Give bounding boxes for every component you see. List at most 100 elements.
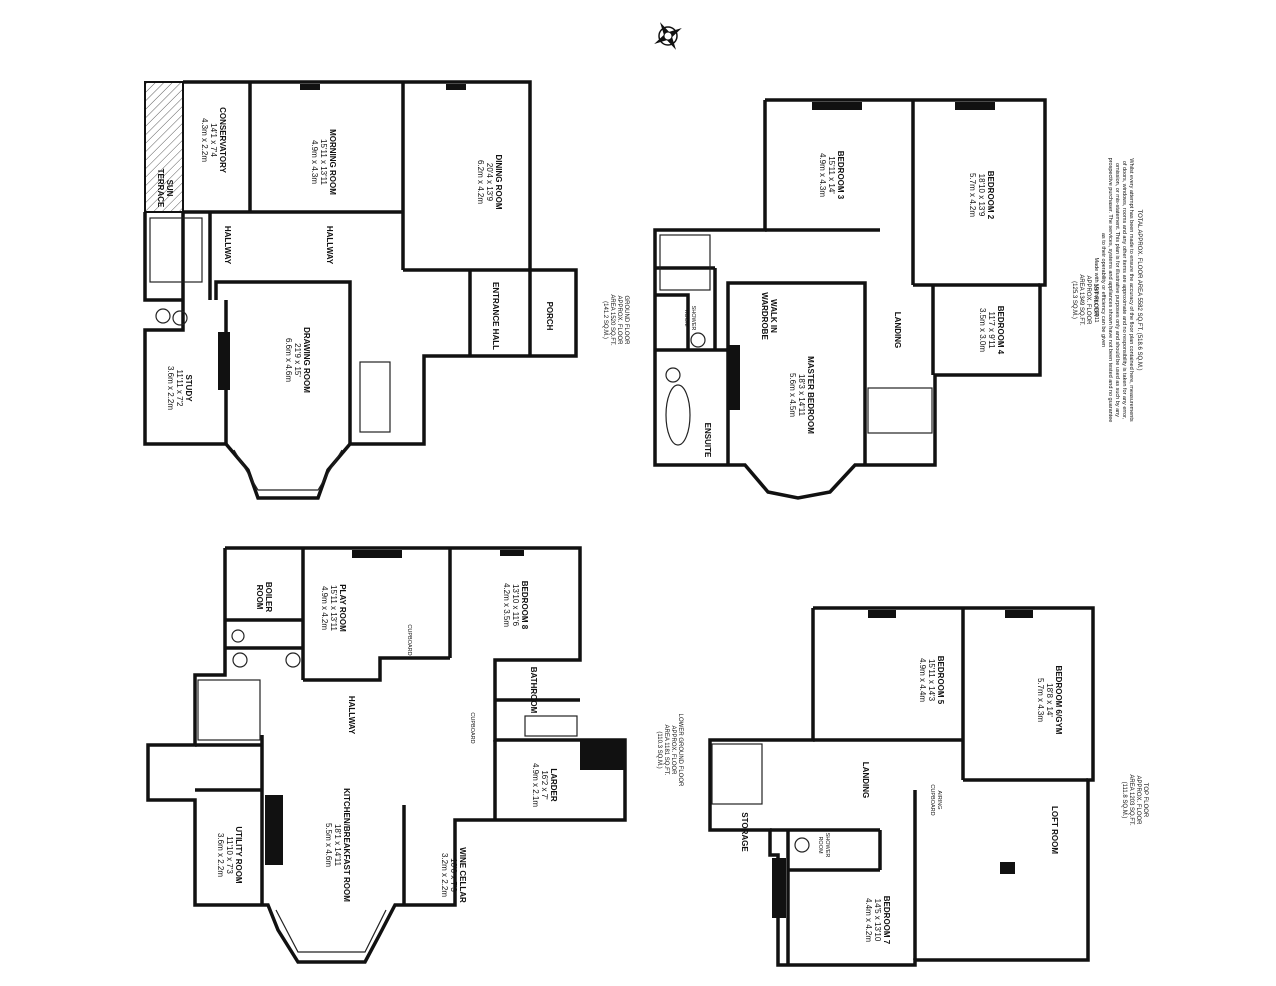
room-label-bedroom-3: BEDROOM 3 15'11 x 14' 4.9m x 4.3m xyxy=(818,151,845,200)
room-label-larder: LARDER 16'2 x 7' 4.9m x 2.1m xyxy=(531,763,558,807)
svg-text:18'8 x 14': 18'8 x 14' xyxy=(1045,683,1054,717)
svg-text:BEDROOM 4: BEDROOM 4 xyxy=(996,306,1005,355)
lower-ground-floor-plan xyxy=(146,546,627,964)
svg-text:LOFT ROOM: LOFT ROOM xyxy=(1050,806,1059,854)
svg-text:PORCH: PORCH xyxy=(545,302,554,331)
room-label-bedroom-2: BEDROOM 2 18'10 x 13'9 5.7m x 4.2m xyxy=(968,171,995,220)
svg-text:BATHROOM: BATHROOM xyxy=(529,667,538,714)
svg-text:SHOWER: SHOWER xyxy=(824,833,830,858)
svg-text:CUPBOARD: CUPBOARD xyxy=(406,624,412,655)
svg-text:18'3 x 14'11: 18'3 x 14'11 xyxy=(797,374,806,417)
svg-text:CUPBOARD: CUPBOARD xyxy=(929,784,935,815)
svg-text:11'11 x 7'2: 11'11 x 7'2 xyxy=(175,369,184,407)
room-label-bathroom: BATHROOM xyxy=(529,667,538,714)
room-label-storage: STORAGE xyxy=(740,812,749,852)
svg-text:5.7m x 4.2m: 5.7m x 4.2m xyxy=(968,173,977,217)
svg-text:6.6m x 4.6m: 6.6m x 4.6m xyxy=(284,338,293,382)
svg-text:DINING ROOM: DINING ROOM xyxy=(494,154,503,209)
svg-text:(111.8 SQ.M.): (111.8 SQ.M.) xyxy=(1121,782,1127,819)
room-label-bedroom-8: BEDROOM 8 13'10 x 11'6 4.2m x 3.5m xyxy=(502,581,529,630)
svg-text:GROUND FLOOR: GROUND FLOOR xyxy=(623,295,629,345)
svg-text:LARDER: LARDER xyxy=(549,768,558,802)
svg-text:4.2m x 3.5m: 4.2m x 3.5m xyxy=(502,583,511,627)
room-label-bedroom-5: BEDROOM 5 15'11 x 14'3 4.9m x 4.4m xyxy=(918,656,945,705)
svg-text:BEDROOM 2: BEDROOM 2 xyxy=(986,171,995,220)
svg-text:14'5 x 13'10: 14'5 x 13'10 xyxy=(873,899,882,942)
room-label-porch: PORCH xyxy=(545,302,554,331)
svg-text:omission, or mis-statement. Th: omission, or mis-statement. This plan is… xyxy=(1114,163,1120,417)
room-label-drawing-room: DRAWING ROOM 21'9 x 15' 6.6m x 4.6m xyxy=(284,327,311,393)
svg-text:DRAWING ROOM: DRAWING ROOM xyxy=(302,327,311,393)
svg-text:Made with Metropix ©2011: Made with Metropix ©2011 xyxy=(1093,257,1100,322)
svg-text:21'9 x 15': 21'9 x 15' xyxy=(293,343,302,377)
svg-text:Whilst every attempt has been: Whilst every attempt has been made to en… xyxy=(1128,158,1134,421)
svg-text:of doors, windows, rooms and a: of doors, windows, rooms and any other i… xyxy=(1121,161,1127,420)
svg-text:AREA 1520 SQ.FT.: AREA 1520 SQ.FT. xyxy=(609,294,615,346)
room-label-study: STUDY 11'11 x 7'2 3.6m x 2.2m xyxy=(166,366,193,410)
svg-text:10'6 x 7'3: 10'6 x 7'3 xyxy=(449,858,458,892)
floor-area-top: TOP FLOOR APPROX. FLOOR AREA 1203 SQ.FT.… xyxy=(1121,774,1148,826)
room-label-master-bedroom: MASTER BEDROOM 18'3 x 14'11 5.6m x 4.5m xyxy=(788,356,815,434)
room-label-play-room: PLAY ROOM 15'11 x 13'11 4.9m x 4.2m xyxy=(320,584,347,632)
room-label-morning-room: MORNING ROOM 15'11 x 13'11 4.9m x 4.3m xyxy=(310,129,337,195)
svg-text:WINE CELLAR: WINE CELLAR xyxy=(458,847,467,903)
svg-text:11'7 x 9'11: 11'7 x 9'11 xyxy=(987,311,996,349)
svg-text:ENTRANCE HALL: ENTRANCE HALL xyxy=(491,282,500,350)
svg-text:APPROX. FLOOR: APPROX. FLOOR xyxy=(670,725,676,775)
svg-text:CUPBOARD: CUPBOARD xyxy=(469,712,475,743)
svg-text:as to their operability or eff: as to their operability or efficiency ca… xyxy=(1100,233,1106,347)
svg-text:WALK IN: WALK IN xyxy=(769,299,778,333)
room-label-hallway-lg: HALLWAY xyxy=(347,696,356,735)
floor-area-first: 1ST FLOOR APPROX. FLOOR AREA 1349 SQ.FT.… xyxy=(1071,274,1098,326)
room-label-dining-room: DINING ROOM 20'4 x 13'9 6.2m x 4.2m xyxy=(476,154,503,209)
svg-text:MASTER BEDROOM: MASTER BEDROOM xyxy=(806,356,815,434)
room-label-landing-1: LANDING xyxy=(893,312,902,348)
svg-text:AREA 1181 SQ.FT.: AREA 1181 SQ.FT. xyxy=(663,725,669,776)
room-label-bedroom-6: BEDROOM 6/GYM 18'8 x 14' 5.7m x 4.3m xyxy=(1036,666,1063,735)
room-dims-imperial: 14'1 x 7'4 xyxy=(209,123,218,157)
svg-text:15'11 x 13'11: 15'11 x 13'11 xyxy=(329,585,338,631)
svg-text:4.9m x 2.1m: 4.9m x 2.1m xyxy=(531,763,540,807)
svg-text:BEDROOM 8: BEDROOM 8 xyxy=(520,581,529,630)
svg-text:5.5m x 4.6m: 5.5m x 4.6m xyxy=(324,823,333,867)
room-label-shower-room-1: SHOWER ROOM xyxy=(683,306,696,331)
svg-text:SHOWER: SHOWER xyxy=(690,306,696,331)
room-label-hallway-b: HALLWAY xyxy=(325,226,334,265)
room-label-shower-room-top: SHOWER ROOM xyxy=(817,833,830,858)
svg-text:TOTAL APPROX. FLOOR AREA 5582: TOTAL APPROX. FLOOR AREA 5582 SQ.FT. (51… xyxy=(1136,210,1142,371)
room-label-bedroom-4: BEDROOM 4 11'7 x 9'11 3.5m x 3.0m xyxy=(978,306,1005,355)
svg-text:BEDROOM 7: BEDROOM 7 xyxy=(882,896,891,945)
floor-area-ground: GROUND FLOOR APPROX. FLOOR AREA 1520 SQ.… xyxy=(602,294,629,346)
svg-text:5.6m x 4.5m: 5.6m x 4.5m xyxy=(788,373,797,417)
svg-text:HALLWAY: HALLWAY xyxy=(223,226,232,265)
svg-text:HALLWAY: HALLWAY xyxy=(347,696,356,735)
room-label-bedroom-7: BEDROOM 7 14'5 x 13'10 4.4m x 4.2m xyxy=(864,896,891,945)
room-name: CONSERVATORY xyxy=(218,107,227,173)
svg-text:AIRING: AIRING xyxy=(936,791,942,810)
svg-text:MORNING ROOM: MORNING ROOM xyxy=(328,129,337,195)
room-label-ensuite: ENSUITE xyxy=(703,423,712,458)
svg-text:AREA 1203 SQ.FT.: AREA 1203 SQ.FT. xyxy=(1128,774,1134,826)
svg-text:STORAGE: STORAGE xyxy=(740,812,749,852)
svg-text:20'4 x 13'9: 20'4 x 13'9 xyxy=(485,163,494,202)
room-label-airing-cupboard: AIRING CUPBOARD xyxy=(929,784,942,815)
svg-text:3.5m x 3.0m: 3.5m x 3.0m xyxy=(978,308,987,352)
compass-icon xyxy=(654,22,682,50)
svg-text:18'1 x 14'11: 18'1 x 14'11 xyxy=(333,824,342,867)
svg-text:4.9m x 4.2m: 4.9m x 4.2m xyxy=(320,586,329,630)
room-label-utility-room: UTILITY ROOM 11'10 x 7'3 3.6m x 2.2m xyxy=(216,826,243,884)
svg-text:UTILITY ROOM: UTILITY ROOM xyxy=(234,826,243,884)
room-label-conservatory: CONSERVATORY 14'1 x 7'4 4.3m x 2.2m xyxy=(200,107,227,173)
svg-text:LOWER GROUND FLOOR: LOWER GROUND FLOOR xyxy=(677,714,683,787)
svg-text:BEDROOM 6/GYM: BEDROOM 6/GYM xyxy=(1054,666,1063,735)
svg-text:BEDROOM 3: BEDROOM 3 xyxy=(836,151,845,200)
room-label-sun-terrace: SUN TERRACE xyxy=(156,169,174,208)
svg-text:(125.3 SQ.M.): (125.3 SQ.M.) xyxy=(1071,281,1077,319)
svg-text:3.2m x 2.2m: 3.2m x 2.2m xyxy=(440,853,449,897)
svg-text:1ST FLOOR: 1ST FLOOR xyxy=(1092,283,1098,317)
total-area-disclaimer: TOTAL APPROX. FLOOR AREA 5582 SQ.FT. (51… xyxy=(1093,158,1142,423)
svg-text:PLAY ROOM: PLAY ROOM xyxy=(338,584,347,632)
svg-text:HALLWAY: HALLWAY xyxy=(325,226,334,265)
room-label-kitchen: KITCHEN/BREAKFAST ROOM 18'1 x 14'11 5.5m… xyxy=(324,788,351,902)
svg-text:ROOM: ROOM xyxy=(817,836,823,854)
